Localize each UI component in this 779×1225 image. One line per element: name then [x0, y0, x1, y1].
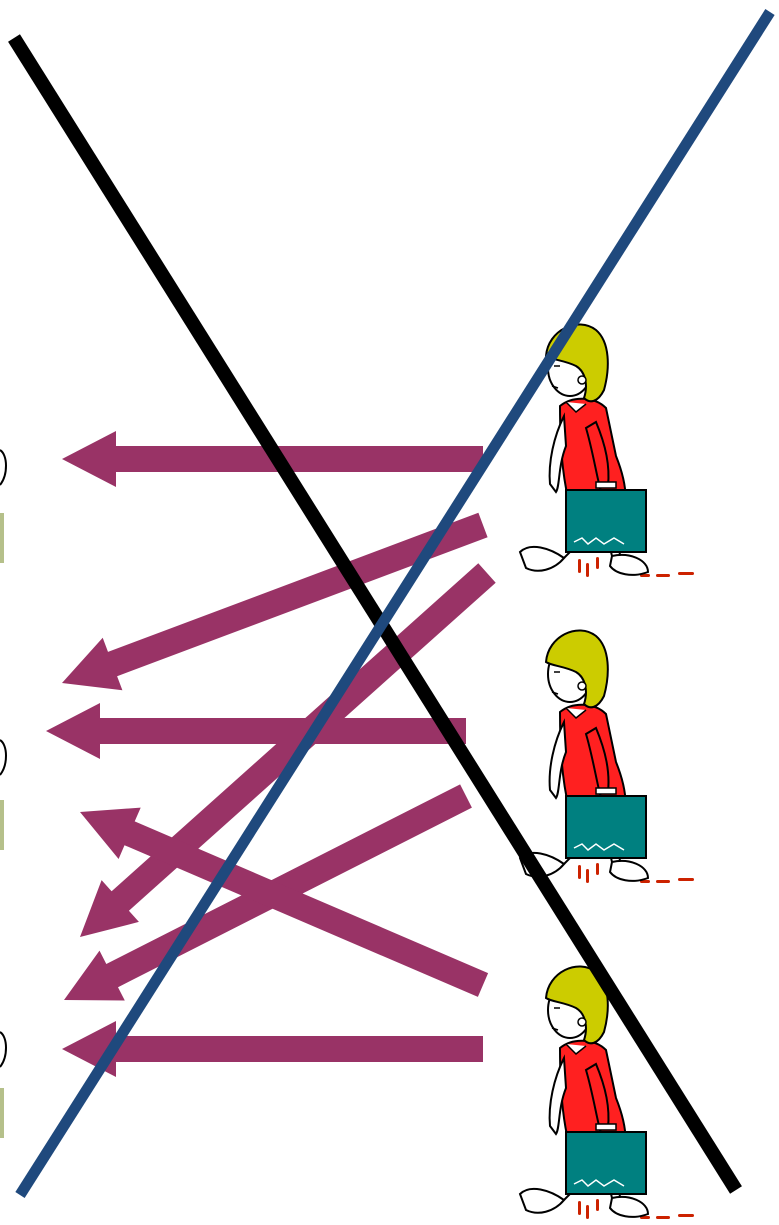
arrow-group: [46, 431, 496, 1077]
arrow-7: [62, 1021, 483, 1077]
arrow-6: [80, 807, 489, 997]
arrow-2: [62, 512, 488, 691]
black-diagonal-line: [8, 34, 742, 1194]
blue-diagonal-line: [15, 9, 775, 1198]
left-edge-figures: [0, 449, 7, 1138]
walking-woman-middle-icon: [519, 629, 695, 884]
arrow-4: [46, 703, 466, 759]
